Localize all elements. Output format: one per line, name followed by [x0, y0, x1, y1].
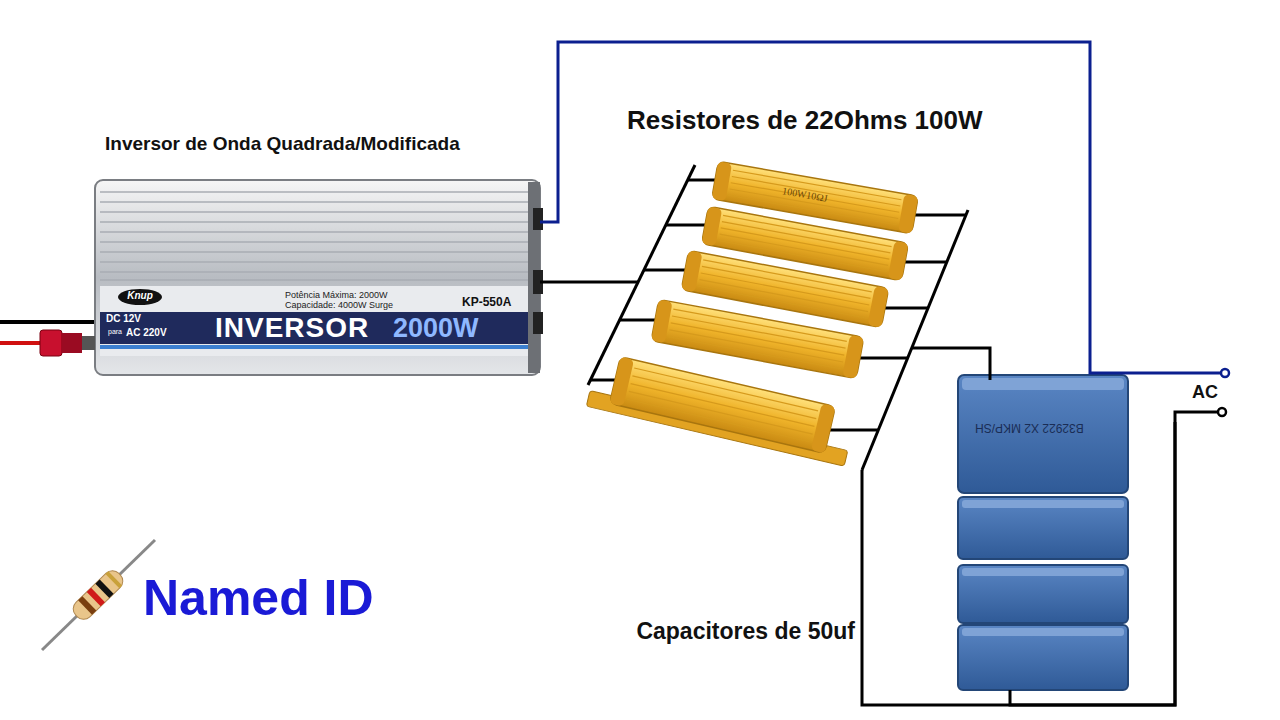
bus-tap [905, 261, 947, 264]
inverter-panel [100, 286, 532, 356]
terminal-dot [1218, 408, 1226, 416]
resistor-fin [632, 376, 816, 419]
resistor-fin [631, 384, 815, 427]
resistor-cap [681, 250, 702, 292]
resistor-cap [888, 241, 909, 281]
bus-tap [620, 319, 655, 322]
product-rating: 2000W [393, 313, 479, 344]
resistor-fin [669, 330, 843, 362]
wire [1170, 372, 1221, 375]
model-number: KP-550A [462, 296, 511, 310]
capacitor-title: Capacitores de 50uf [636, 618, 855, 644]
resistor-fin [671, 323, 845, 355]
inverter-stripe-line [100, 345, 532, 349]
resistor-cap [868, 286, 889, 328]
resistor-cap [610, 357, 635, 407]
resistor-cap [712, 161, 732, 201]
resistor-bank: Resistores de 22Ohms 100W [580, 150, 970, 470]
resistor-title: Resistores de 22Ohms 100W [627, 106, 983, 136]
resistor-fin [672, 316, 846, 348]
wire-connector [540, 42, 1170, 373]
wire-connector [1010, 422, 1175, 705]
inverter-fins [100, 192, 535, 280]
bus-tap [644, 269, 685, 272]
resistor-cap [842, 335, 863, 379]
resistor-fin [703, 260, 872, 292]
terminal-label: AC [1192, 382, 1218, 403]
bus-tap [915, 214, 966, 217]
resistor-fin [627, 399, 811, 442]
resistor-body [651, 299, 864, 378]
spec-text: Capacidade: 4000W Surge [285, 300, 393, 310]
outlet-socket [533, 312, 543, 334]
resistor-symbol [586, 352, 857, 467]
wire-connector [970, 348, 990, 375]
bus-tap [590, 379, 615, 382]
resistor-fin [731, 183, 899, 212]
resistor-cap [898, 194, 918, 234]
bus-tap [666, 224, 705, 227]
terminal-dot [1221, 369, 1229, 377]
resistor-fin [629, 391, 813, 434]
resistor-icon [42, 540, 155, 650]
spec-text: DC 12V [106, 313, 141, 325]
spec-text: para [108, 328, 122, 336]
battery-terminal [40, 330, 95, 356]
bus-tap [830, 429, 878, 432]
inverter-body [95, 180, 540, 375]
wire [580, 281, 638, 284]
resistor-fin [701, 273, 870, 305]
inverter-box: Inversor de Onda Quadrada/Modificada [95, 180, 540, 375]
resistor-fin [702, 266, 871, 298]
brand-logo [118, 289, 162, 305]
bus-tap [860, 357, 908, 360]
resistor-body [610, 357, 836, 454]
resistor-fin [668, 337, 842, 369]
outlet-socket [533, 208, 543, 230]
resistor-cap [702, 206, 723, 246]
watermark: Named ID [143, 570, 374, 628]
spec-text: Potência Máxima: 2000W [285, 290, 388, 300]
capacitor-stack [958, 375, 1128, 690]
resistor-fin [699, 280, 868, 312]
ac-terminal: AC [1170, 362, 1235, 422]
wire [912, 347, 970, 350]
capacitor-marking: B32922 X2 MKP/SH [975, 420, 1084, 434]
resistor-cap [811, 403, 836, 453]
resistor-marking: 100W10ΩJ [781, 185, 828, 204]
spec-text: AC 220V [126, 327, 167, 339]
resistor-fin [722, 222, 891, 253]
resistor-fin [673, 309, 847, 341]
product-name: INVERSOR [215, 312, 369, 344]
inverter-title: Inversor de Onda Quadrada/Modificada [105, 133, 460, 155]
input-wire-black [0, 320, 95, 324]
resistor-fin [723, 215, 892, 246]
bus-tap [688, 179, 715, 182]
resistor-fin [634, 368, 818, 411]
inverter-stripe [100, 312, 532, 344]
brand-logo-text: Knup [120, 290, 160, 302]
wire [1175, 412, 1218, 422]
resistor-fin [721, 228, 890, 259]
resistor-cap [651, 299, 672, 343]
bus-tap [885, 307, 928, 310]
resistor-fin [732, 177, 900, 206]
wire-connector [862, 422, 1175, 705]
wire-connector [540, 281, 580, 284]
bus-wire [588, 165, 695, 385]
resistor-symbol [651, 299, 864, 378]
